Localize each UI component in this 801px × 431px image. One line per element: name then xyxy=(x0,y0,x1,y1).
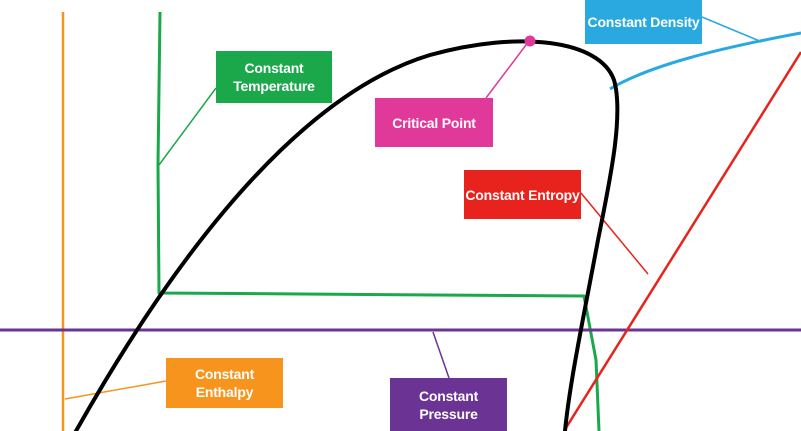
constant-pressure-leader xyxy=(432,331,450,379)
constant-enthalpy-label: Constant Enthalpy xyxy=(166,358,283,408)
constant-density-label: Constant Density xyxy=(585,0,702,44)
constant-density-line xyxy=(609,31,801,91)
constant-temperature-label: Constant Temperature xyxy=(216,51,332,103)
constant-temperature-leader xyxy=(158,87,217,166)
constant-pressure-label: Constant Pressure xyxy=(390,378,507,431)
constant-temperature-label-line1: Constant xyxy=(244,60,304,76)
constant-density-label-text: Constant Density xyxy=(587,14,700,30)
saturation-dome xyxy=(74,39,620,431)
critical-point-leader xyxy=(485,40,530,99)
constant-entropy-label: Constant Entropy xyxy=(464,170,581,219)
constant-pressure-label-line1: Constant xyxy=(418,387,479,404)
constant-density-leader xyxy=(701,16,763,43)
constant-enthalpy-label-line2: Enthalpy xyxy=(195,384,254,400)
critical-point-marker xyxy=(524,35,536,47)
constant-enthalpy-leader xyxy=(64,380,167,400)
constant-enthalpy-label-line1: Constant xyxy=(194,366,255,382)
constant-entropy-leader xyxy=(580,192,649,275)
critical-point-label-text: Critical Point xyxy=(392,114,476,131)
constant-temperature-label-line2: Temperature xyxy=(233,78,315,94)
constant-pressure-label-line2: Pressure xyxy=(419,405,478,422)
critical-point-label: Critical Point xyxy=(375,98,493,147)
constant-entropy-line xyxy=(562,51,801,431)
constant-temperature-line xyxy=(156,11,601,431)
constant-entropy-label-text: Constant Entropy xyxy=(465,186,580,203)
